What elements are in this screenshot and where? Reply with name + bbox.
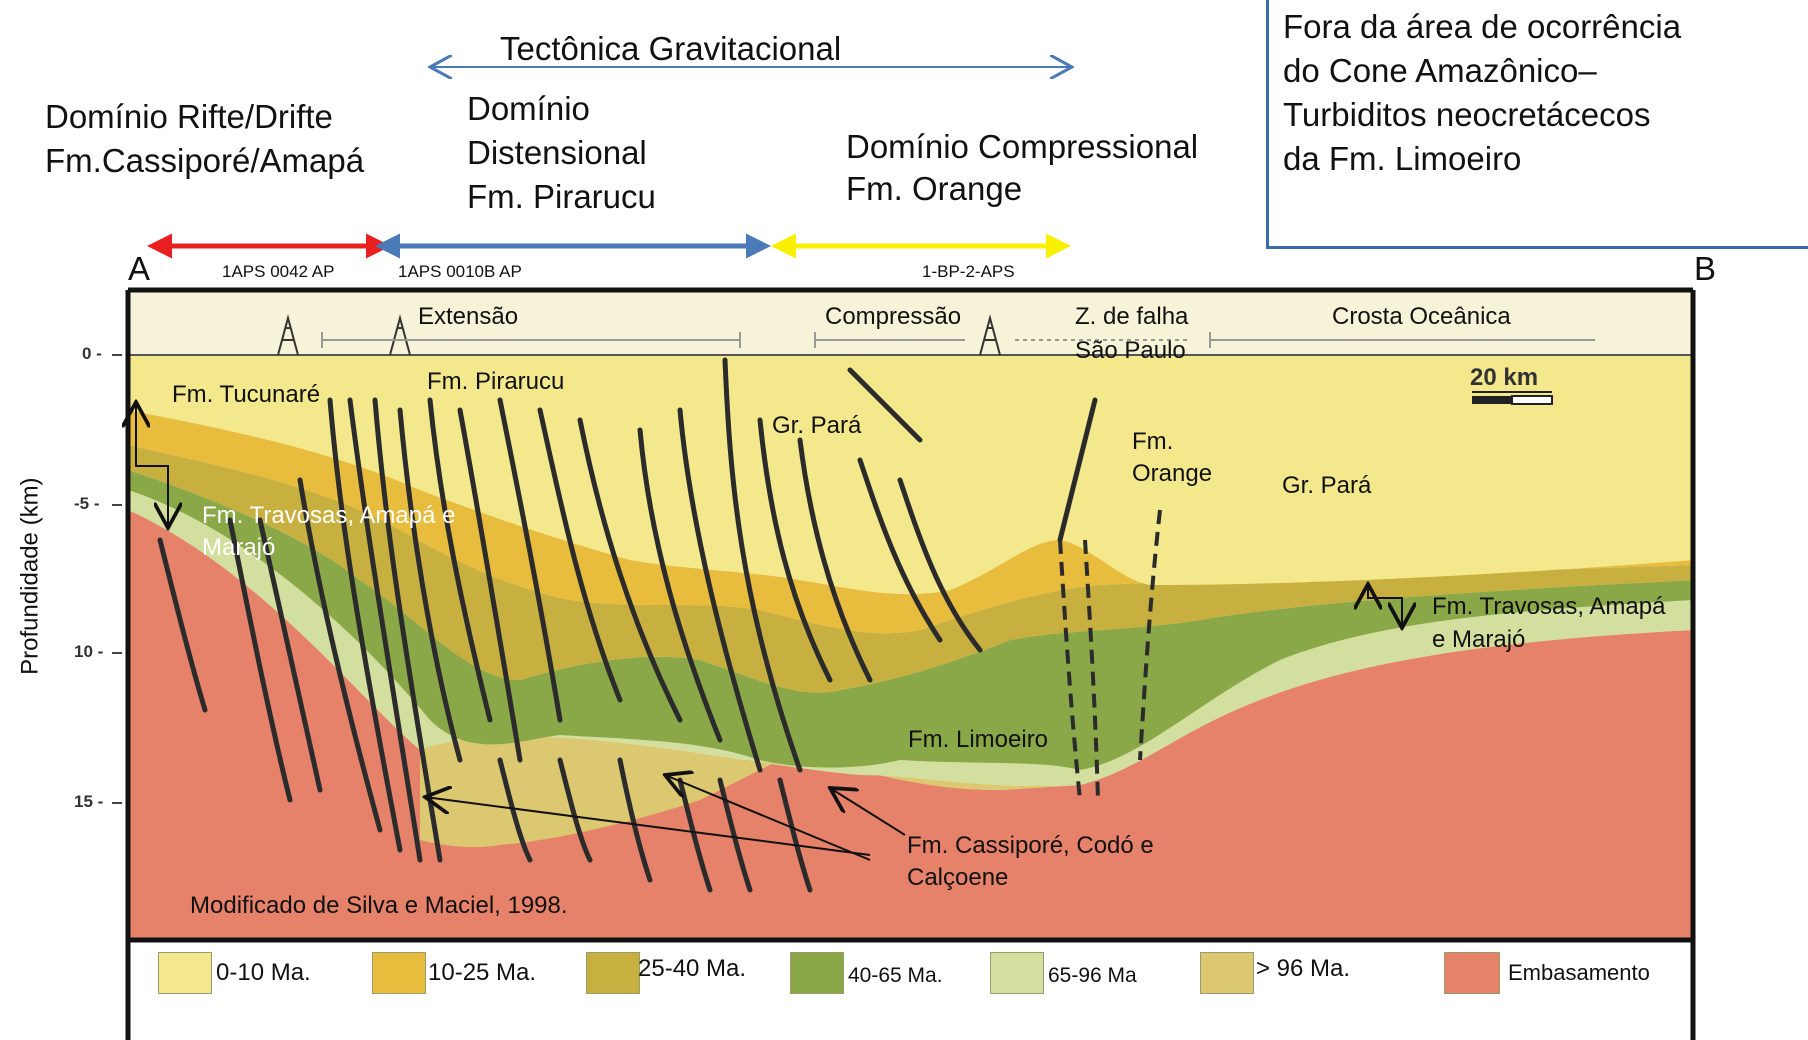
layer-10-25 [128, 410, 1693, 634]
label-travosas-left-line1: Fm. Travosas, Amapá e [202, 502, 456, 529]
label-travosas-left-line2: Marajó [202, 534, 276, 561]
label-para-right: Gr. Pará [1282, 472, 1372, 499]
legend-swatch-0-10 [158, 952, 212, 994]
label-cassipore-line1: Fm. Cassiporé, Codó e [907, 832, 1154, 859]
legend-label-embasamento: Embasamento [1508, 960, 1650, 985]
distensional-domain-line2: Distensional [467, 134, 647, 171]
zone-range-lines [321, 332, 1595, 348]
scale-bar [1472, 391, 1553, 405]
cassipore-pointer-arrows [425, 775, 906, 861]
section-end-b: B [1694, 250, 1717, 287]
legend-swatch-10-25 [372, 952, 426, 994]
legend-swatch-96 [1200, 952, 1254, 994]
layer-25-40 [128, 445, 1693, 693]
label-tucunare: Fm. Tucunaré [172, 381, 321, 408]
distensional-domain-line1: Domínio [467, 90, 590, 127]
rift-domain-line1: Domínio Rifte/Drifte [45, 98, 333, 135]
label-orange-line1: Fm. [1132, 428, 1174, 455]
section-end-a: A [128, 250, 151, 287]
y-axis-label: Profundidade (km) [16, 477, 44, 675]
legend-label-10-25: 10-25 Ma. [428, 959, 537, 986]
legend-label-0-10: 0-10 Ma. [216, 959, 311, 986]
layer-40-65 [128, 470, 1693, 770]
well-label-3: 1-BP-2-APS [922, 262, 1015, 281]
legend-label-96: > 96 Ma. [1256, 955, 1351, 982]
legend-swatch-65-96 [990, 952, 1044, 994]
zone-falha-line2: São Paulo [1075, 337, 1186, 364]
legend-swatch-40-65 [790, 952, 844, 994]
label-travosas-right-line1: Fm. Travosas, Amapá [1432, 593, 1666, 620]
well-label-2: 1APS 0010B AP [398, 262, 522, 281]
source-credit: Modificado de Silva e Maciel, 1998. [190, 892, 568, 919]
well-label-1: 1APS 0042 AP [222, 262, 335, 281]
note-line1: Fora da área de ocorrência [1283, 8, 1682, 45]
label-travosas-right-line2: e Marajó [1432, 626, 1526, 653]
pre-rift-layer [420, 736, 1080, 848]
legend-swatch-embasamento [1444, 952, 1500, 994]
legend-label-40-65: 40-65 Ma. [848, 964, 943, 987]
y-tick-10: 10 - [74, 642, 104, 661]
label-pirarucu: Fm. Pirarucu [427, 368, 565, 395]
note-box: Fora da área de ocorrência do Cone Amazô… [1266, 0, 1808, 249]
y-tick-0: 0 - [82, 344, 102, 363]
dashed-faults [1058, 509, 1162, 801]
zone-compressao: Compressão [825, 303, 962, 330]
gravitational-tectonics-title: Tectônica Gravitacional [500, 30, 842, 67]
note-line3: Turbiditos neocretácecos [1283, 96, 1651, 133]
rift-domain-line2: Fm.Cassiporé/Amapá [45, 142, 365, 179]
layer-65-96 [128, 490, 1693, 787]
compressional-domain-line2: Fm. Orange [846, 170, 1023, 207]
label-orange-line2: Orange [1132, 460, 1213, 487]
zone-falha-line1: Z. de falha [1075, 303, 1189, 330]
zone-crosta: Crosta Oceânica [1332, 303, 1511, 330]
legend-swatch-25-40 [586, 952, 640, 994]
compressional-domain-line1: Domínio Compressional [846, 128, 1199, 165]
label-limoeiro: Fm. Limoeiro [908, 726, 1049, 753]
fault-lines [157, 357, 1098, 893]
layer-0-10 [128, 355, 1693, 595]
label-cassipore-line2: Calçoene [907, 864, 1009, 891]
legend-label-65-96: 65-96 Ma [1048, 964, 1137, 987]
y-axis-ticks [112, 354, 122, 804]
zone-extensao: Extensão [418, 303, 519, 330]
travosas-bracket-arrows [136, 402, 1402, 628]
label-para-left: Gr. Pará [772, 412, 862, 439]
legend-label-25-40: 25-40 Ma. [638, 955, 747, 982]
note-line2: do Cone Amazônico– [1283, 52, 1597, 89]
note-line4: da Fm. Limoeiro [1283, 140, 1522, 177]
scale-bar-label: 20 km [1470, 364, 1539, 391]
distensional-domain-line3: Fm. Pirarucu [467, 178, 656, 215]
y-tick-15: 15 - [74, 792, 104, 811]
y-tick-5: -5 - [74, 494, 100, 513]
